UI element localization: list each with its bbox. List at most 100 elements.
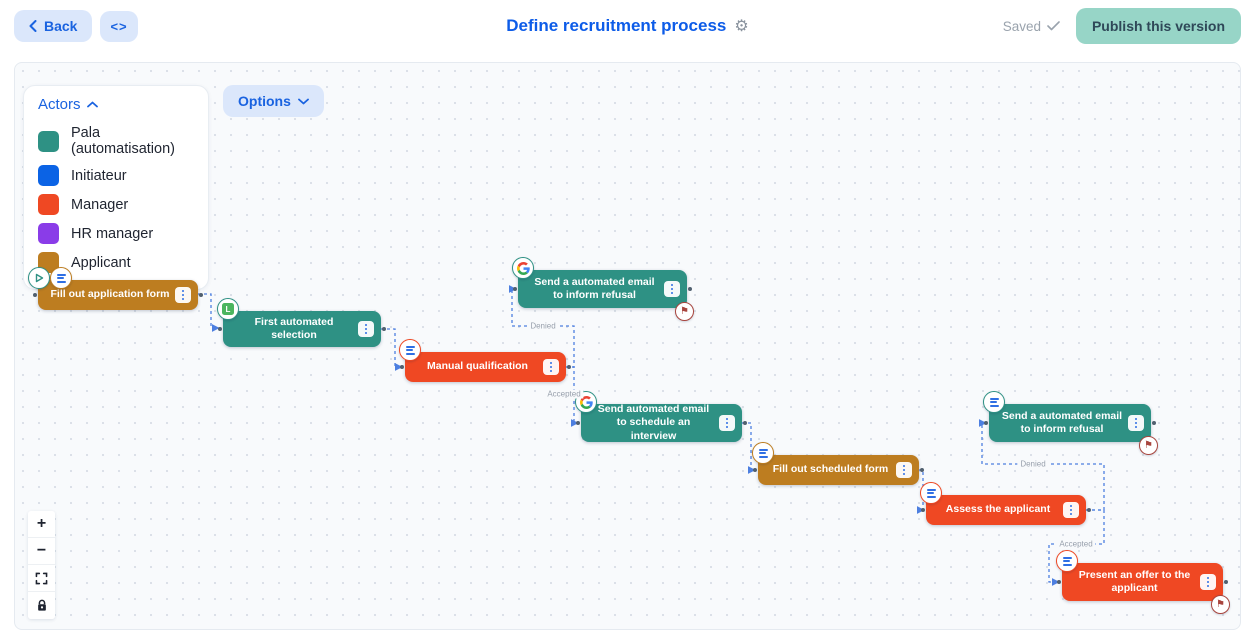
chevron-left-icon xyxy=(29,20,37,32)
chevron-down-icon xyxy=(297,98,309,104)
node-label: Present an offer to the applicant xyxy=(1078,568,1191,594)
actor-color-swatch xyxy=(38,223,59,244)
node-label: Manual qualification xyxy=(427,360,528,373)
actor-label: HR manager xyxy=(71,225,154,242)
node-menu-button[interactable] xyxy=(1128,415,1144,431)
workflow-node-send-automated-email-inform-refusal-1[interactable]: Send a automated email to inform refusal… xyxy=(512,257,694,321)
node-output-handle[interactable] xyxy=(382,327,386,331)
workflow-node-send-automated-email-inform-refusal-2[interactable]: Send a automated email to inform refusal… xyxy=(983,391,1158,455)
page-title: Define recruitment process xyxy=(506,16,727,35)
node-label: Send a automated email to inform refusal xyxy=(1001,409,1123,435)
options-button[interactable]: Options xyxy=(223,85,324,117)
node-output-handle[interactable] xyxy=(743,421,747,425)
lock-icon xyxy=(36,599,48,612)
workflow-node-assess-the-applicant[interactable]: Assess the applicant xyxy=(920,482,1091,525)
actor-item: Initiateur xyxy=(38,161,194,190)
end-flag-icon: ⚑ xyxy=(675,302,694,321)
node-label: First automated selection xyxy=(254,315,334,341)
publish-button[interactable]: Publish this version xyxy=(1075,8,1241,44)
lock-button[interactable] xyxy=(28,592,55,619)
canvas-controls: +− xyxy=(28,511,55,619)
back-button-label: Back xyxy=(44,18,78,34)
workflow-node-manual-qualification[interactable]: Manual qualification xyxy=(399,339,571,382)
settings-gear-icon[interactable]: ⚙︎ xyxy=(734,18,749,35)
node-output-handle[interactable] xyxy=(920,468,924,472)
workflow-node-fill-out-scheduled-form[interactable]: Fill out scheduled form xyxy=(752,442,924,485)
google-icon xyxy=(512,257,534,279)
actors-panel-title: Actors xyxy=(38,96,81,113)
zoom-in-button[interactable]: + xyxy=(28,511,55,538)
options-button-label: Options xyxy=(238,93,291,109)
actor-label: Initiateur xyxy=(71,167,127,184)
actor-label: Applicant xyxy=(71,254,131,271)
node-input-handle[interactable] xyxy=(218,327,222,331)
node-input-handle[interactable] xyxy=(513,287,517,291)
node-input-handle[interactable] xyxy=(753,468,757,472)
node-output-handle[interactable] xyxy=(567,365,571,369)
end-flag-icon: ⚑ xyxy=(1211,595,1230,614)
back-button[interactable]: Back xyxy=(14,10,93,42)
node-input-handle[interactable] xyxy=(33,293,37,297)
actor-label: Pala (automatisation) xyxy=(71,125,175,157)
node-input-handle[interactable] xyxy=(984,421,988,425)
logo-l-icon: L xyxy=(217,298,239,320)
actor-item: HR manager xyxy=(38,219,194,248)
node-output-handle[interactable] xyxy=(1224,580,1228,584)
node-output-handle[interactable] xyxy=(1087,508,1091,512)
node-input-handle[interactable] xyxy=(921,508,925,512)
node-label: Fill out application form xyxy=(50,288,170,301)
minus-icon: − xyxy=(36,542,47,559)
node-menu-button[interactable] xyxy=(543,359,559,375)
chevron-up-icon xyxy=(86,101,98,108)
actor-label: Manager xyxy=(71,196,129,213)
node-label: Fill out scheduled form xyxy=(772,463,889,476)
actor-item: Manager xyxy=(38,190,194,219)
node-menu-button[interactable] xyxy=(896,462,912,478)
plus-icon: + xyxy=(36,515,47,532)
actor-color-swatch xyxy=(38,165,59,186)
node-menu-button[interactable] xyxy=(358,321,374,337)
edge-label: Denied xyxy=(1017,459,1049,469)
workflow-node-present-an-offer-to-the-applicant[interactable]: Present an offer to the applicant ⚑ xyxy=(1056,550,1230,614)
edge-label: Accepted xyxy=(1056,539,1096,549)
zoom-out-button[interactable]: − xyxy=(28,538,55,565)
actors-panel-header[interactable]: Actors xyxy=(38,96,194,113)
node-output-handle[interactable] xyxy=(688,287,692,291)
workflow-node-fill-out-application-form[interactable]: Fill out application form xyxy=(28,267,203,310)
check-icon xyxy=(1047,21,1060,31)
node-input-handle[interactable] xyxy=(1057,580,1061,584)
end-flag-icon: ⚑ xyxy=(1139,436,1158,455)
edge-label: Accepted xyxy=(544,389,584,399)
node-output-handle[interactable] xyxy=(199,293,203,297)
actor-item: Pala (automatisation) xyxy=(38,121,194,161)
node-menu-button[interactable] xyxy=(1200,574,1216,590)
node-input-handle[interactable] xyxy=(576,421,580,425)
node-menu-button[interactable] xyxy=(1063,502,1079,518)
save-status-label: Saved xyxy=(1002,18,1041,34)
workflow-node-first-automated-selection[interactable]: First automated selection L xyxy=(217,298,386,347)
workflow-edge xyxy=(742,422,756,474)
workflow-node-send-automated-email-schedule-interview[interactable]: Send automated email to schedule an inte… xyxy=(575,391,747,442)
workflow-edge xyxy=(381,328,403,371)
fit-view-icon xyxy=(35,572,48,585)
node-input-handle[interactable] xyxy=(400,365,404,369)
actor-color-swatch xyxy=(38,130,59,152)
fit-view-button[interactable] xyxy=(28,565,55,592)
node-label: Assess the applicant xyxy=(945,503,1051,516)
workflow-edge xyxy=(198,293,220,332)
code-view-button[interactable]: <> xyxy=(100,10,138,42)
form-icon xyxy=(1056,550,1078,572)
node-menu-button[interactable] xyxy=(664,281,680,297)
node-label: Send a automated email to inform refusal xyxy=(534,275,655,301)
form-icon xyxy=(50,267,72,289)
node-menu-button[interactable] xyxy=(175,287,191,303)
actor-item: Applicant xyxy=(38,248,194,277)
node-label: Send automated email to schedule an inte… xyxy=(597,403,710,442)
top-bar: Back <> Define recruitment process ⚙︎ Sa… xyxy=(0,0,1255,52)
edge-label: Denied xyxy=(527,321,559,331)
node-menu-button[interactable] xyxy=(719,415,735,431)
node-output-handle[interactable] xyxy=(1152,421,1156,425)
